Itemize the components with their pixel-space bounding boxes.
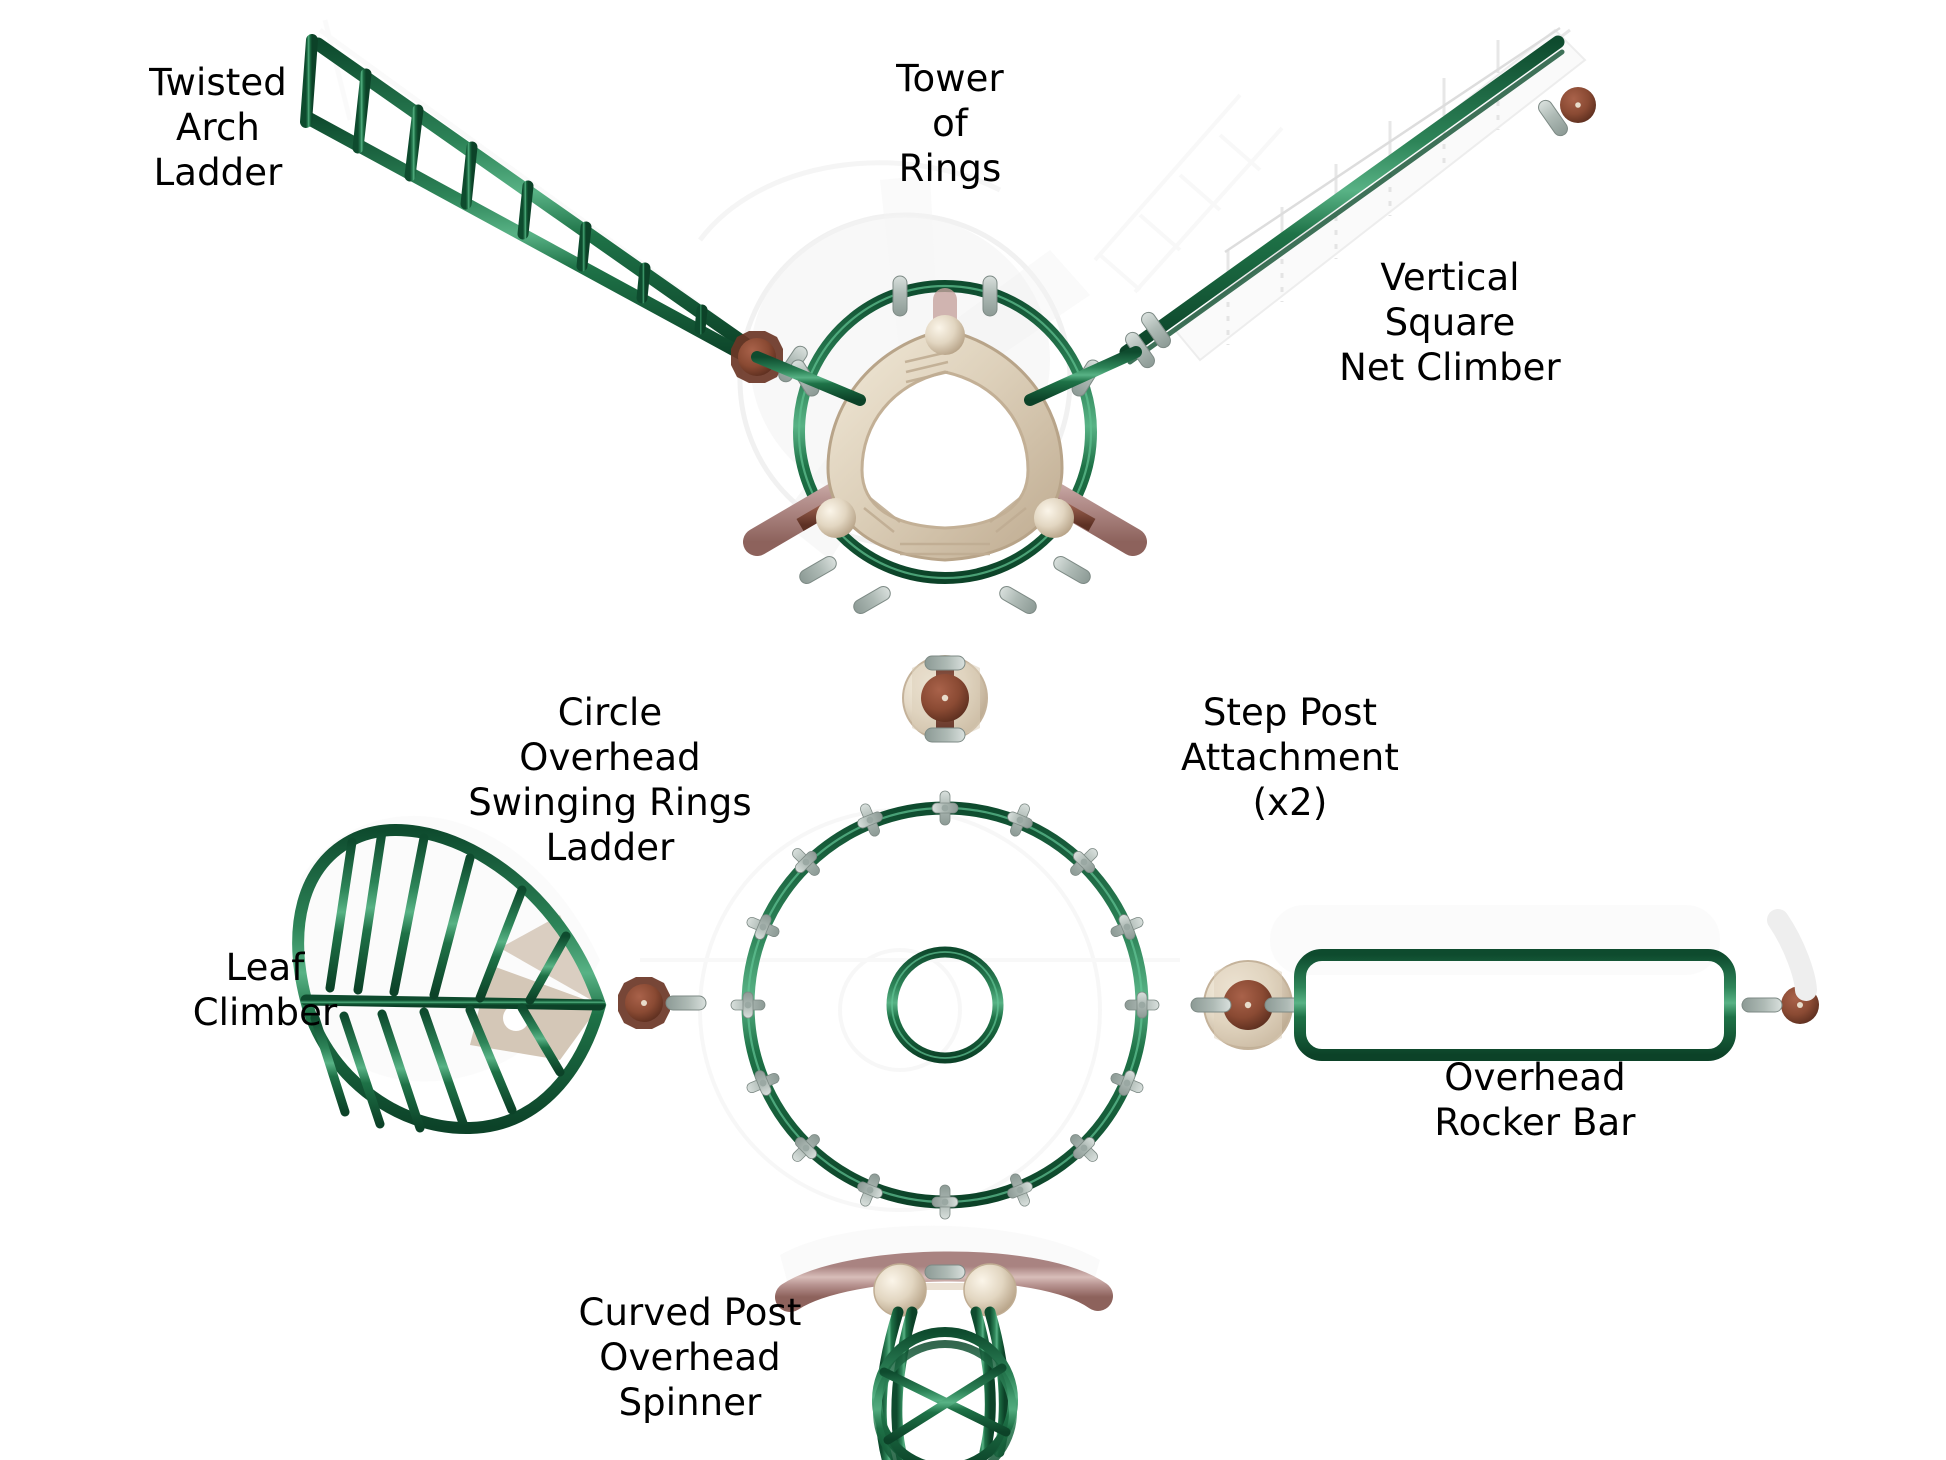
leaf-climber-connector[interactable] [618,977,670,1029]
label-curved-post-overhead-spinner: Curved Post Overhead Spinner [578,1291,802,1425]
ladder-rungs [352,68,708,335]
label-tower-of-rings: Tower of Rings [896,57,1004,191]
leaf-climber[interactable] [292,824,707,1135]
twisted-arch-ladder[interactable] [300,34,811,385]
curved-post-overhead-spinner[interactable] [775,1251,1113,1460]
label-twisted-arch-ladder: Twisted Arch Ladder [149,61,287,195]
label-leaf-climber: Leaf Climber [192,946,338,1035]
label-vertical-square-net-climber: Vertical Square Net Climber [1339,256,1561,390]
spinner-spokes [879,1331,1011,1460]
net-climber-end-connector[interactable] [1560,87,1596,123]
tower-hub [816,315,1074,562]
leaf-veins-upper [325,827,571,1005]
step-post-attachment-1[interactable] [902,655,988,743]
circle-overhead-swinging-rings-ladder[interactable] [594,739,1326,1271]
label-overhead-rocker-bar: Overhead Rocker Bar [1434,1056,1636,1145]
vertical-square-net-climber[interactable] [1119,26,1596,371]
overhead-rocker-bar[interactable] [1242,909,1819,1061]
label-step-post-attachment: Step Post Attachment (x2) [1181,691,1399,825]
label-circle-overhead-swinging-rings-ladder: Circle Overhead Swinging Rings Ladder [468,691,752,870]
leaf-veins-lower [310,1003,565,1133]
